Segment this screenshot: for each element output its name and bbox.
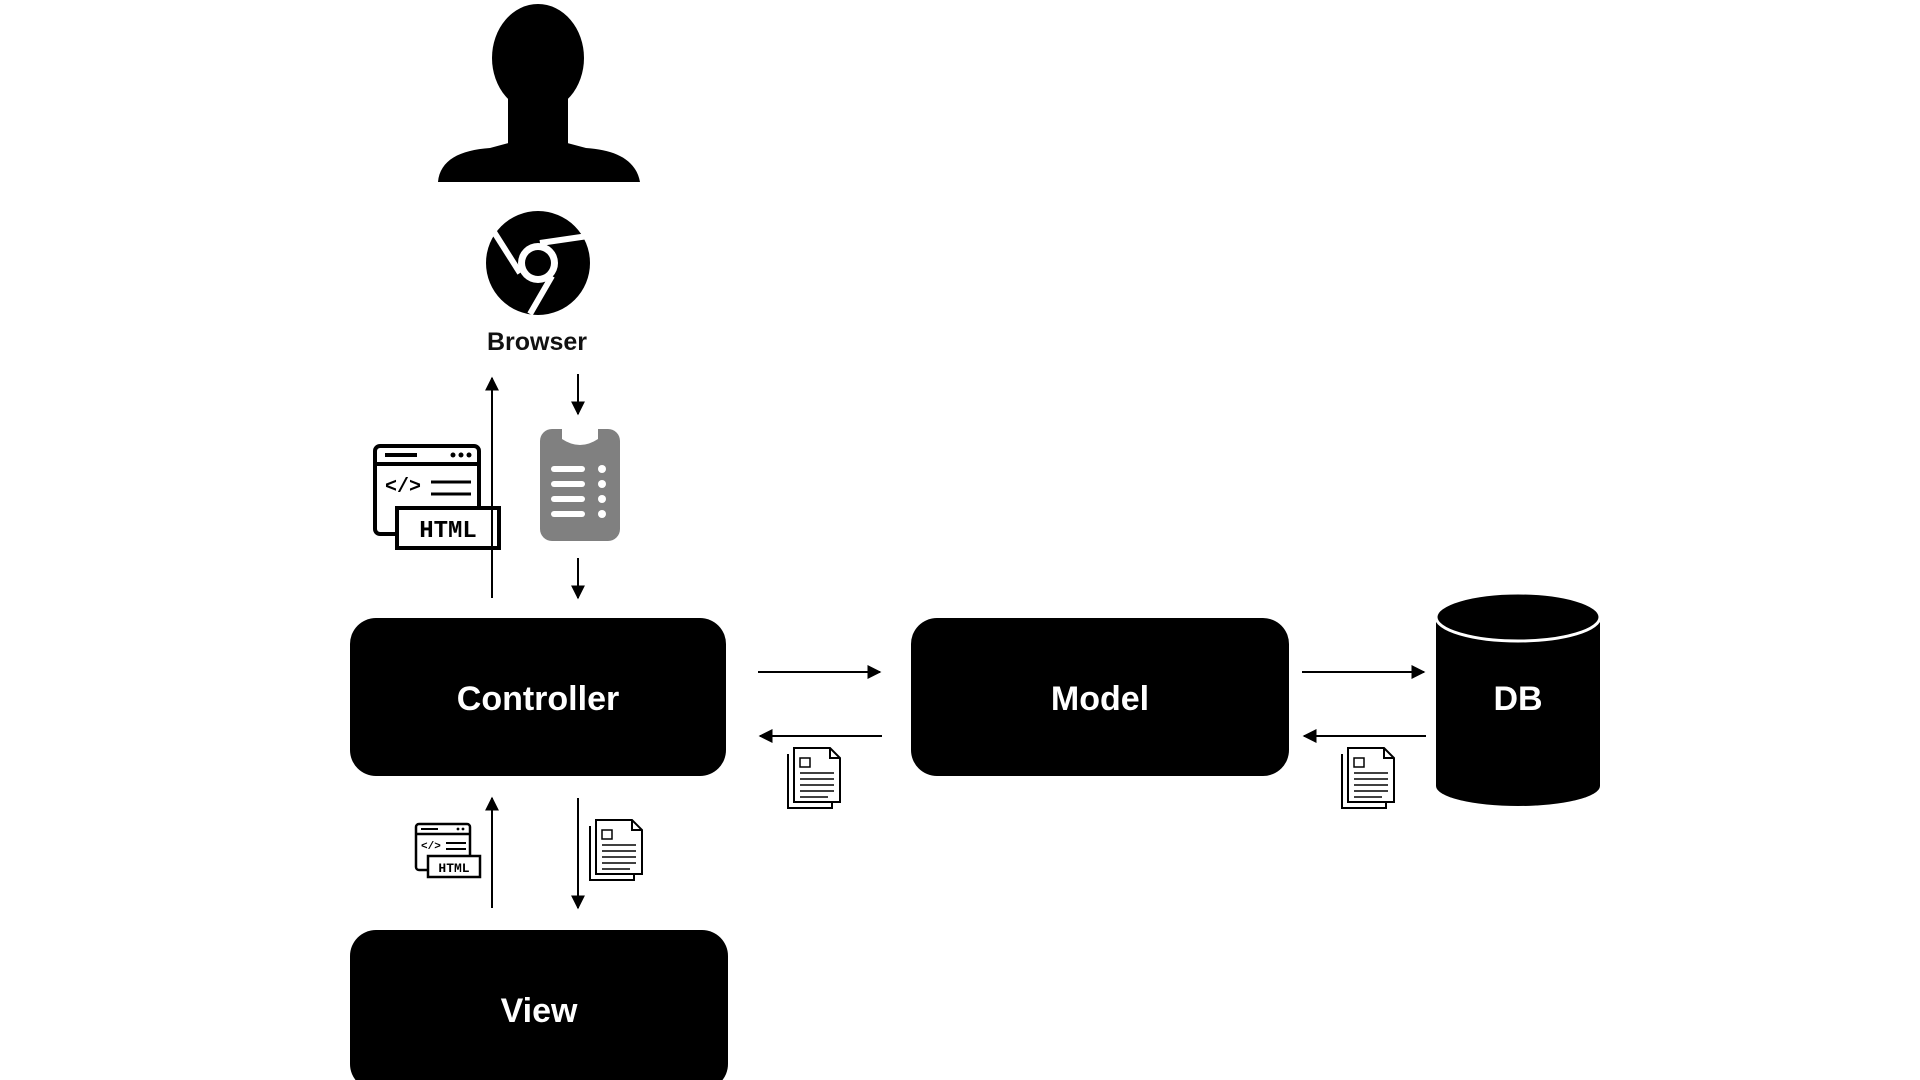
db-label: DB bbox=[1493, 680, 1542, 718]
db-node: DB bbox=[1434, 591, 1602, 806]
controller-label: Controller bbox=[457, 680, 619, 718]
model-label: Model bbox=[1051, 680, 1149, 718]
html-code-icon: </> HTML bbox=[414, 822, 482, 879]
document-icon bbox=[1341, 747, 1395, 809]
request-clipboard-icon bbox=[540, 429, 620, 541]
svg-text:</>: </> bbox=[385, 476, 421, 499]
html-icon-text: HTML bbox=[438, 861, 469, 876]
html-icon-text: HTML bbox=[419, 518, 477, 545]
controller-node: Controller bbox=[350, 618, 726, 776]
document-icon bbox=[787, 747, 841, 809]
model-node: Model bbox=[911, 618, 1289, 776]
user-silhouette-icon bbox=[438, 4, 640, 182]
document-icon bbox=[589, 819, 643, 881]
html-code-icon: </> HTML bbox=[373, 444, 501, 550]
browser-label: Browser bbox=[487, 328, 587, 356]
svg-text:</>: </> bbox=[421, 841, 441, 853]
chrome-browser-icon bbox=[486, 211, 590, 316]
view-node: View bbox=[350, 930, 728, 1080]
view-label: View bbox=[501, 992, 578, 1030]
